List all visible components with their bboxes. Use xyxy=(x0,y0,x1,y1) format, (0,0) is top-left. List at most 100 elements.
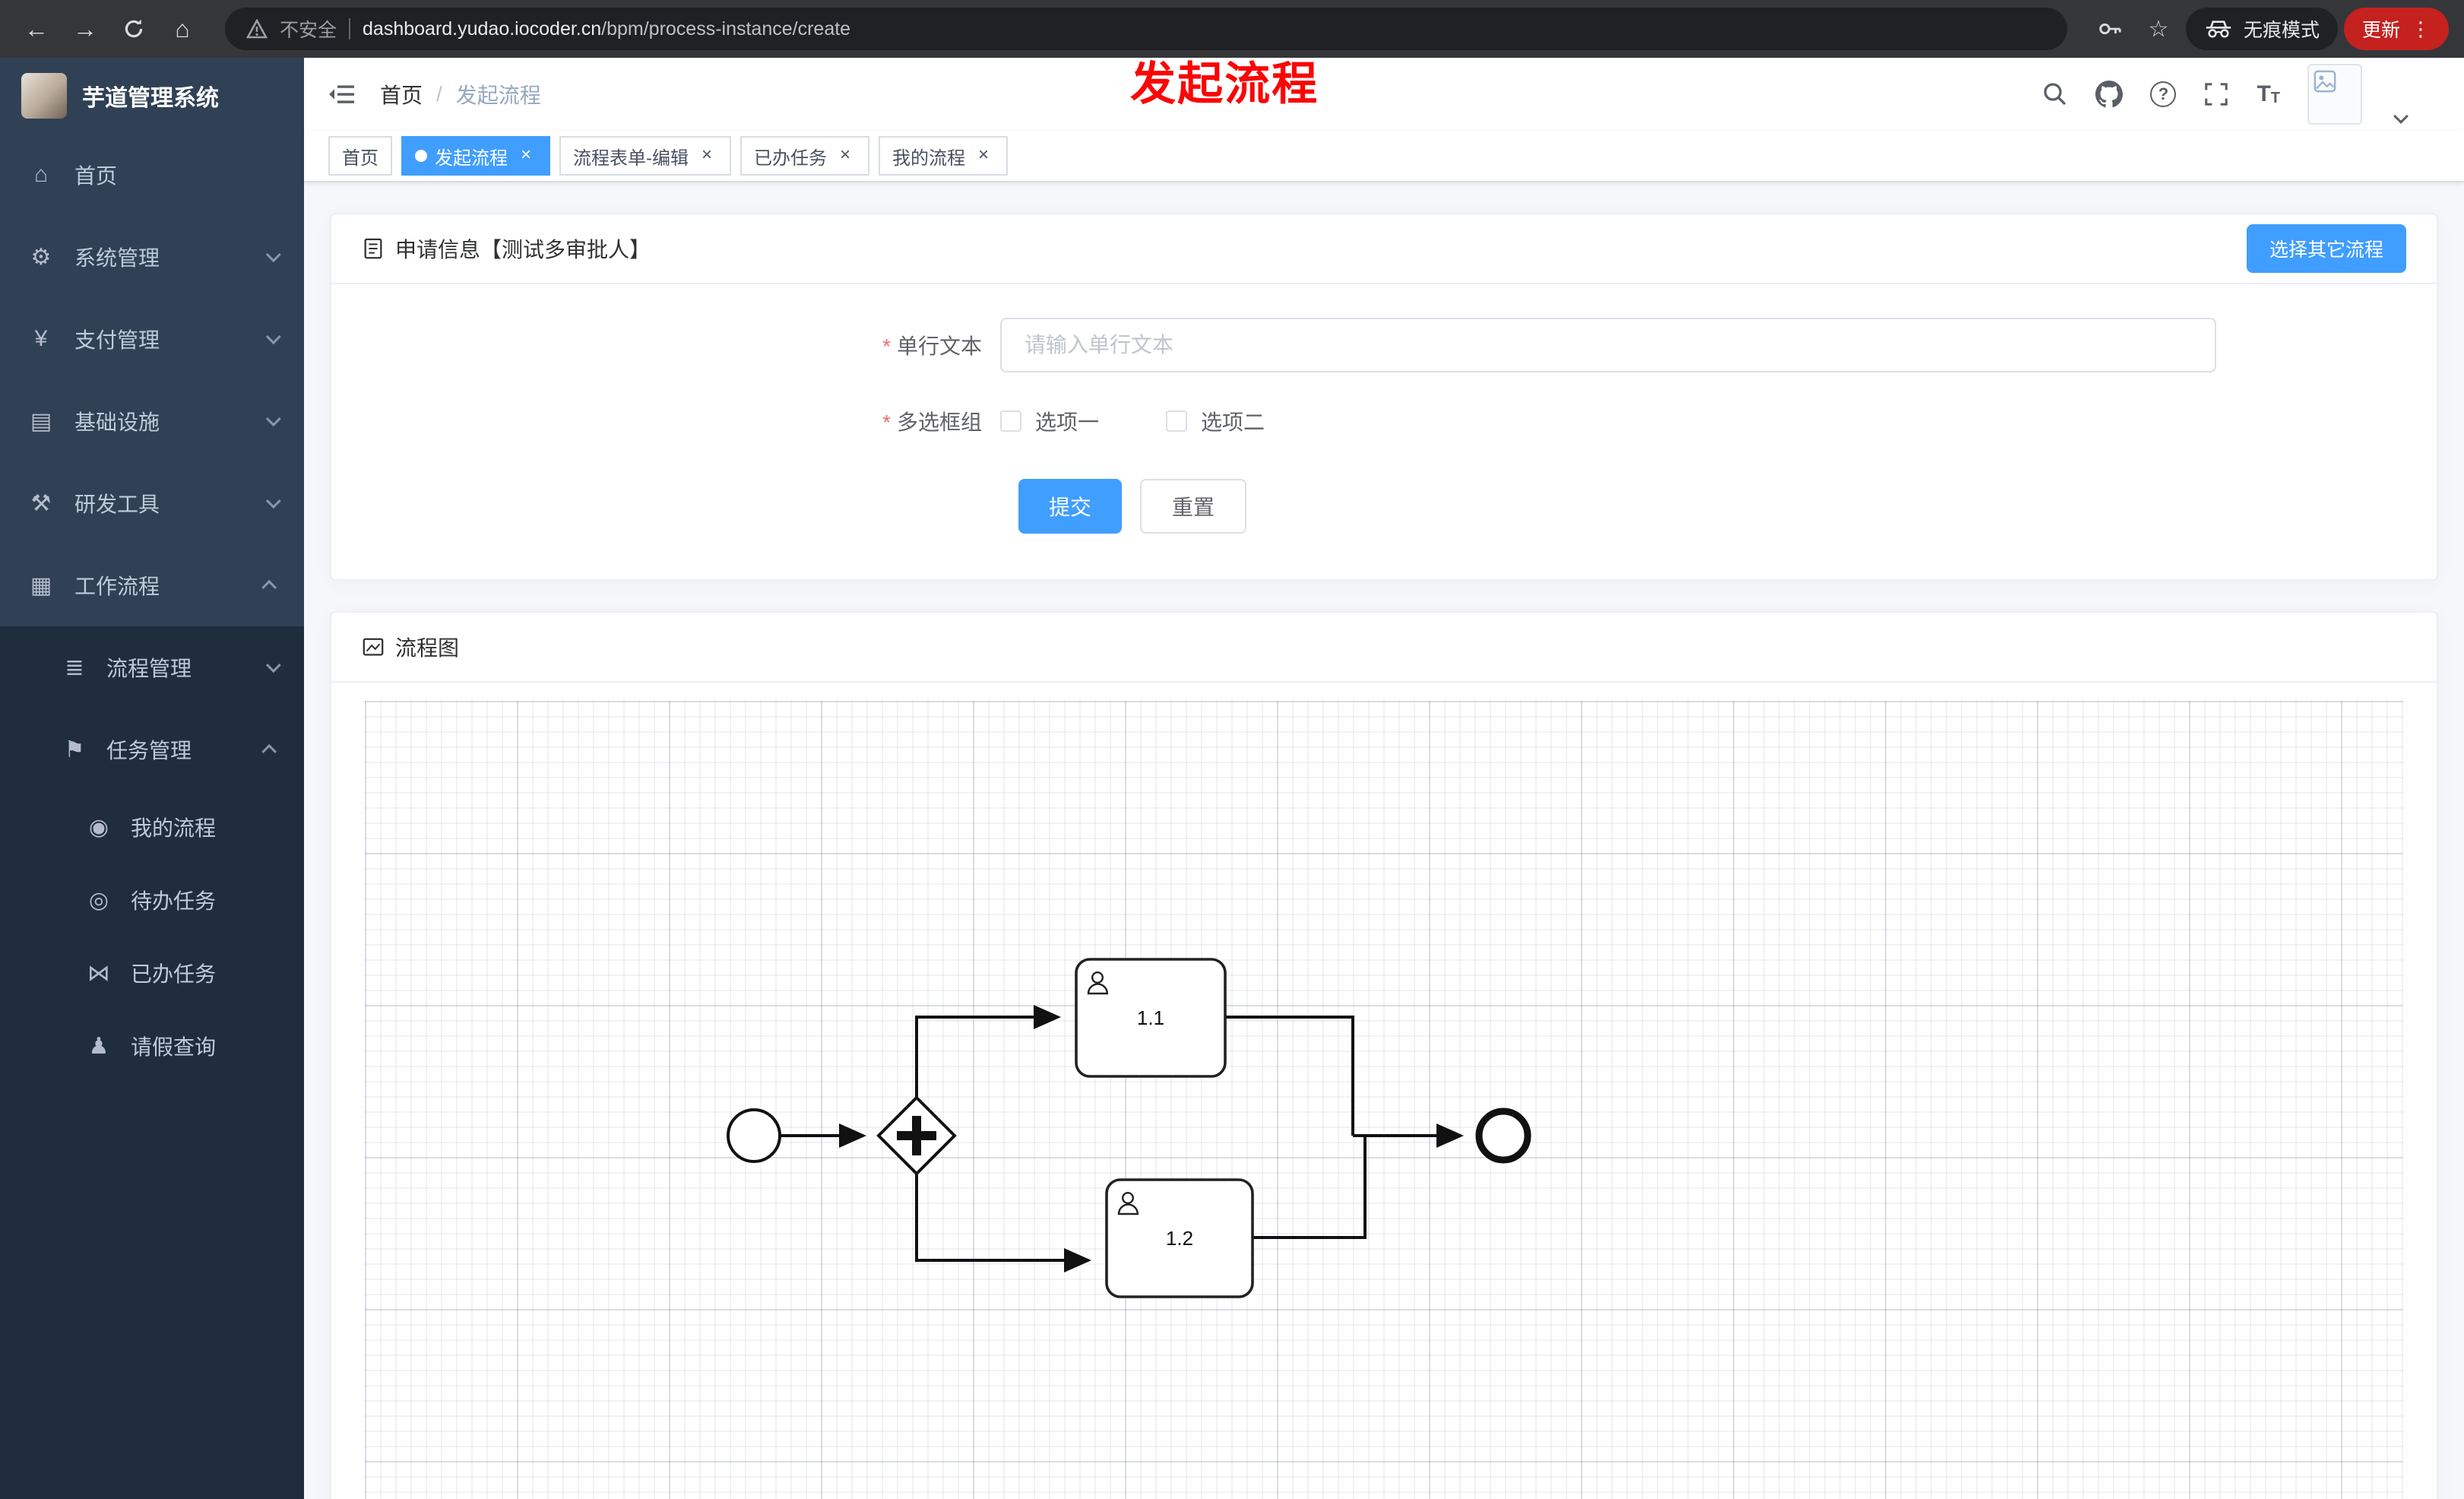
choose-other-process-button[interactable]: 选择其它流程 xyxy=(2246,224,2406,273)
chat-icon: ◉ xyxy=(88,814,109,840)
reload-button[interactable] xyxy=(112,8,155,50)
app-shell: 芋道管理系统 ⌂ 首页 ⚙ 系统管理 ¥ 支付管理 ▤ 基础设施 xyxy=(0,58,2464,1499)
user-task-2: 1.2 xyxy=(1105,1178,1254,1298)
person-icon: ♟ xyxy=(88,1033,109,1059)
reload-icon xyxy=(125,19,143,38)
user-icon xyxy=(1117,1192,1139,1215)
help-button[interactable]: ? xyxy=(2150,81,2177,107)
sidebar-item-label: 研发工具 xyxy=(74,493,160,516)
github-icon xyxy=(2095,81,2124,108)
sidebar-item-workflow[interactable]: ▦ 工作流程 xyxy=(0,544,304,626)
tab-home[interactable]: 首页 xyxy=(328,136,392,176)
end-event xyxy=(1475,1108,1531,1164)
forward-button[interactable]: → xyxy=(73,14,97,43)
tab-done-tasks[interactable]: 已办任务 × xyxy=(740,136,869,176)
form-row-text: *单行文本 xyxy=(331,318,2437,372)
application-info-card: 申请信息【测试多审批人】 选择其它流程 *单行文本 *多选框组 选项一 xyxy=(330,213,2438,581)
sidebar-item-my-processes[interactable]: ◉ 我的流程 xyxy=(0,791,304,864)
chevron-up-icon xyxy=(261,743,277,759)
avatar[interactable] xyxy=(2307,64,2362,125)
chevron-down-icon xyxy=(265,493,281,509)
tab-label: 已办任务 xyxy=(754,147,827,169)
process-form: *单行文本 *多选框组 选项一 选项二 xyxy=(331,284,2437,579)
sidebar: 芋道管理系统 ⌂ 首页 ⚙ 系统管理 ¥ 支付管理 ▤ 基础设施 xyxy=(0,58,304,1499)
incognito-icon xyxy=(2206,21,2231,38)
sequence-flow-task2-out xyxy=(1253,1136,1367,1239)
sidebar-item-label: 待办任务 xyxy=(131,889,217,913)
kebab-menu-icon: ⋮ xyxy=(2411,17,2431,40)
warning-icon xyxy=(246,19,268,39)
breadcrumb-home[interactable]: 首页 xyxy=(380,84,423,107)
yen-icon: ¥ xyxy=(34,326,48,351)
home-button[interactable]: ⌂ xyxy=(175,14,190,43)
required-asterisk: * xyxy=(882,410,891,434)
sidebar-item-dev-tools[interactable]: ⚒ 研发工具 xyxy=(0,462,304,544)
tab-label: 流程表单-编辑 xyxy=(573,147,689,169)
password-key-button[interactable] xyxy=(2089,8,2131,50)
close-icon[interactable]: × xyxy=(977,144,989,165)
incognito-badge: 无痕模式 xyxy=(2185,8,2338,50)
close-icon[interactable]: × xyxy=(701,144,712,165)
sidebar-item-infrastructure[interactable]: ▤ 基础设施 xyxy=(0,380,304,462)
tab-process-form-edit[interactable]: 流程表单-编辑 × xyxy=(559,136,731,176)
user-icon xyxy=(1087,971,1109,995)
start-event xyxy=(727,1108,781,1163)
incognito-label: 无痕模式 xyxy=(2243,20,2320,41)
github-link[interactable] xyxy=(2095,81,2124,108)
tab-label: 发起流程 xyxy=(435,147,508,169)
close-icon[interactable]: × xyxy=(520,144,531,165)
reset-button[interactable]: 重置 xyxy=(1140,479,1247,534)
single-line-text-input[interactable] xyxy=(1000,318,2216,372)
sidebar-item-process-management[interactable]: ≣ 流程管理 xyxy=(0,626,304,708)
browser-toolbar: ← → ⌂ 不安全 dashboard.yudao.iocoder.cn/bpm… xyxy=(0,0,2464,58)
sidebar-item-todo-tasks[interactable]: ◎ 待办任务 xyxy=(0,864,304,936)
search-button[interactable] xyxy=(2042,81,2068,107)
back-button[interactable]: ← xyxy=(24,14,49,43)
sidebar-item-label: 已办任务 xyxy=(131,962,217,986)
sidebar-item-done-tasks[interactable]: ⋈ 已办任务 xyxy=(0,936,304,1009)
bpmn-canvas[interactable]: 1.1 1.2 xyxy=(365,701,2403,1499)
sidebar-item-home[interactable]: ⌂ 首页 xyxy=(0,134,304,216)
tab-start-process[interactable]: 发起流程 × xyxy=(401,136,550,176)
tab-label: 首页 xyxy=(342,147,378,169)
browser-update-menu-button[interactable]: 更新 ⋮ xyxy=(2343,8,2449,50)
sidebar-item-leave-query[interactable]: ♟ 请假查询 xyxy=(0,1009,304,1082)
logo-image xyxy=(21,73,67,119)
logo[interactable]: 芋道管理系统 xyxy=(0,58,304,134)
checkbox-label: 选项一 xyxy=(1035,410,1100,434)
document-icon xyxy=(364,238,382,259)
process-diagram-card-header: 流程图 xyxy=(331,613,2437,683)
page-content: 申请信息【测试多审批人】 选择其它流程 *单行文本 *多选框组 选项一 xyxy=(304,182,2464,1499)
tools-icon: ⚒ xyxy=(30,490,52,516)
checkbox-option-1[interactable]: 选项一 xyxy=(1000,406,1099,436)
search-icon xyxy=(2044,83,2067,106)
close-icon[interactable]: × xyxy=(839,144,850,165)
tab-my-processes[interactable]: 我的流程 × xyxy=(879,136,1008,176)
breadcrumb: 首页 / 发起流程 xyxy=(380,79,541,109)
checkbox-icon[interactable] xyxy=(1000,410,1021,432)
sidebar-item-task-management[interactable]: ⚑ 任务管理 xyxy=(0,708,304,791)
sequence-flow-gateway-to-task2 xyxy=(915,1174,1091,1272)
url-domain: dashboard.yudao.iocoder.cn xyxy=(363,17,602,40)
submit-button[interactable]: 提交 xyxy=(1018,479,1123,534)
avatar-dropdown-caret-icon[interactable] xyxy=(2393,109,2409,124)
checkbox-option-2[interactable]: 选项二 xyxy=(1166,406,1265,436)
update-label: 更新 xyxy=(2361,20,2400,41)
fullscreen-button[interactable] xyxy=(2203,81,2229,107)
sidebar-item-system-management[interactable]: ⚙ 系统管理 xyxy=(0,216,304,298)
key-icon xyxy=(2099,23,2121,35)
sidebar-item-label: 流程管理 xyxy=(106,657,192,680)
chevron-down-icon xyxy=(265,411,281,427)
sidebar-item-payment-management[interactable]: ¥ 支付管理 xyxy=(0,298,304,380)
sidebar-item-label: 任务管理 xyxy=(106,739,192,762)
chevron-down-icon xyxy=(265,329,281,345)
eye-icon: ◎ xyxy=(88,887,109,913)
bookmark-star-button[interactable]: ☆ xyxy=(2148,16,2169,42)
checkbox-icon[interactable] xyxy=(1166,410,1188,432)
sidebar-collapse-button[interactable] xyxy=(328,82,356,106)
checkbox-group: 选项一 选项二 xyxy=(1000,406,1265,436)
url-bar[interactable]: 不安全 dashboard.yudao.iocoder.cn/bpm/proce… xyxy=(225,8,2067,50)
